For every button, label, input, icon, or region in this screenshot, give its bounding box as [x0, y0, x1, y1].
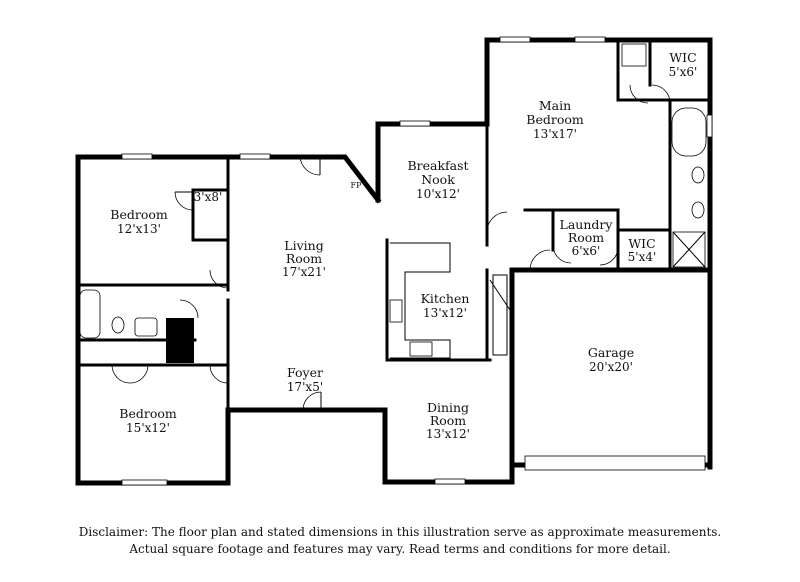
doors [111, 84, 671, 411]
living-room-name-2: Room [286, 251, 322, 266]
main-bedroom-dim: 13'x17' [533, 127, 577, 141]
room-labels: WIC 5'x6' Main Bedroom 13'x17' Breakfast… [110, 50, 697, 441]
windows [121, 36, 713, 486]
bedroom-bottom-name: Bedroom [119, 406, 177, 421]
wic-laundry-dim: 5'x4' [628, 250, 657, 264]
dining-room-dim: 13'x12' [426, 427, 470, 441]
interior-walls [76, 38, 712, 412]
wic-laundry-name: WIC [628, 236, 655, 251]
dining-room-name-2: Room [430, 413, 466, 428]
living-room-name-1: Living [284, 238, 323, 253]
fixtures [79, 43, 707, 359]
dining-room-name-1: Dining [427, 400, 469, 415]
kitchen-dim: 13'x12' [423, 306, 467, 320]
breakfast-nook-dim: 10'x12' [416, 187, 460, 201]
wic-main-dim: 5'x6' [669, 65, 698, 79]
garage-name: Garage [588, 345, 634, 360]
closet-dim: 3'x8' [194, 190, 223, 204]
wic-main-name: WIC [669, 50, 696, 65]
disclaimer-line-1: Disclaimer: The floor plan and stated di… [78, 525, 722, 539]
living-room-dim: 17'x21' [282, 265, 326, 279]
floor-plan: WIC 5'x6' Main Bedroom 13'x17' Breakfast… [75, 36, 713, 486]
bedroom-top-name: Bedroom [110, 207, 168, 222]
foyer-name: Foyer [287, 365, 323, 380]
bedroom-top-dim: 12'x13' [117, 222, 161, 236]
main-bedroom-name-1: Main [539, 98, 571, 113]
disclaimer-line-2: Actual square footage and features may v… [129, 542, 671, 556]
kitchen-name: Kitchen [421, 291, 470, 306]
fireplace-label: FP [351, 181, 363, 190]
bedroom-bottom-dim: 15'x12' [126, 421, 170, 435]
main-bedroom-name-2: Bedroom [526, 112, 584, 127]
foyer-dim: 17'x5' [287, 380, 323, 394]
laundry-room-name-2: Room [568, 230, 604, 245]
breakfast-nook-name-2: Nook [421, 172, 455, 187]
laundry-room-dim: 6'x6' [572, 244, 601, 258]
garage-dim: 20'x20' [589, 360, 633, 374]
disclaimer: Disclaimer: The floor plan and stated di… [0, 524, 800, 558]
breakfast-nook-name-1: Breakfast [407, 158, 468, 173]
laundry-room-name-1: Laundry [560, 217, 614, 232]
